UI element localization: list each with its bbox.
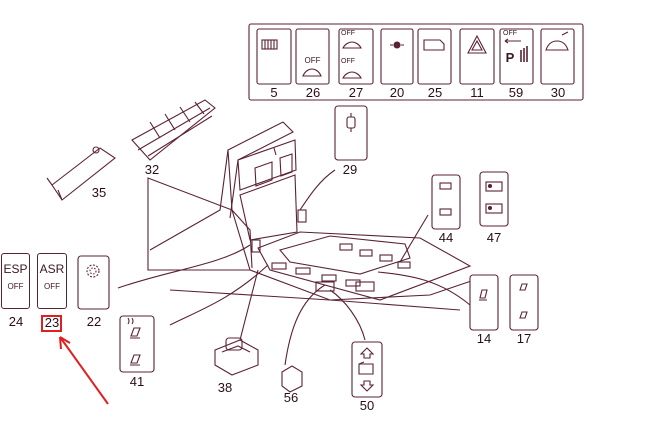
label-35: 35 (91, 185, 107, 200)
rear-defroster-icon (261, 39, 278, 50)
label-32: 32 (144, 162, 160, 177)
label-27: 27 (348, 85, 364, 100)
car-remote-icon (545, 31, 569, 51)
switch-59 (499, 28, 534, 85)
switch-27-off-bottom: OFF (341, 58, 355, 65)
highlight-box (41, 315, 62, 332)
label-23: 23 (44, 315, 60, 330)
esp-off-switch[interactable]: ESP OFF (1, 253, 30, 309)
window-up-icon (359, 347, 375, 359)
tow-alarm-icon-bottom (342, 71, 362, 79)
part-32-frame (131, 99, 216, 161)
parktronic-arrow (504, 38, 521, 44)
window-icon (423, 39, 445, 51)
seat-heater-icon (127, 317, 141, 339)
label-14: 14 (476, 331, 492, 346)
seat-adjust-icon (346, 113, 356, 132)
switch-59-off-text: OFF (503, 30, 517, 37)
switch-47 (479, 171, 509, 227)
switch-44 (431, 174, 461, 230)
label-50: 50 (359, 398, 375, 413)
label-5: 5 (270, 85, 278, 100)
leader-lines (117, 147, 471, 366)
esp-label: ESP (3, 262, 28, 276)
seat-texture-icon (86, 264, 100, 278)
label-17: 17 (516, 331, 532, 346)
label-44: 44 (438, 230, 454, 245)
window-down-icon (359, 380, 375, 392)
label-30: 30 (550, 85, 566, 100)
label-20: 20 (389, 85, 405, 100)
part-38 (214, 337, 259, 376)
switch-22 (77, 255, 110, 310)
part-35-cover (46, 146, 116, 201)
switch-26 (295, 28, 330, 85)
asr-label: ASR (39, 262, 65, 276)
window-door-icon (358, 361, 374, 375)
label-26: 26 (305, 85, 321, 100)
label-29: 29 (342, 162, 358, 177)
red-arrow-icon (59, 336, 109, 405)
label-59: 59 (508, 85, 524, 100)
label-11: 11 (470, 85, 484, 100)
center-console-outline (147, 121, 481, 311)
label-24: 24 (8, 314, 24, 329)
seat-icon-17b (519, 311, 528, 319)
switch-11 (459, 28, 495, 85)
asr-off-switch[interactable]: ASR OFF (37, 253, 67, 309)
hazard-triangle-icon (467, 34, 487, 54)
label-56: 56 (283, 390, 299, 405)
part-56 (281, 365, 303, 393)
label-47: 47 (486, 230, 502, 245)
label-41: 41 (129, 374, 145, 389)
label-22: 22 (86, 314, 102, 329)
top-switch-panel (248, 23, 584, 101)
switch-27 (338, 28, 374, 85)
switch-50 (351, 341, 383, 398)
parktronic-waves (520, 46, 528, 62)
switch-59-p-glyph: P (505, 50, 515, 65)
switch-25 (417, 28, 452, 85)
switch-20 (380, 28, 414, 85)
seat-icon-17a (519, 283, 528, 291)
switch-29 (334, 105, 368, 161)
interior-light-icon (390, 41, 404, 49)
switch-5 (256, 28, 292, 85)
esp-off-label: OFF (7, 282, 24, 291)
switch-27-off-top: OFF (341, 30, 355, 37)
label-38: 38 (217, 380, 233, 395)
car-off-icon (302, 68, 322, 77)
asr-off-label: OFF (44, 282, 60, 291)
seat-icon-14 (479, 289, 488, 301)
switch-17 (509, 274, 539, 331)
tow-alarm-icon-top (342, 41, 362, 49)
switch-30 (540, 28, 575, 85)
switch-14 (469, 274, 499, 331)
seat-heater-icon-2 (130, 354, 141, 366)
label-25: 25 (427, 85, 443, 100)
switch-26-off-text: OFF (304, 56, 321, 65)
switch-41 (119, 315, 155, 373)
